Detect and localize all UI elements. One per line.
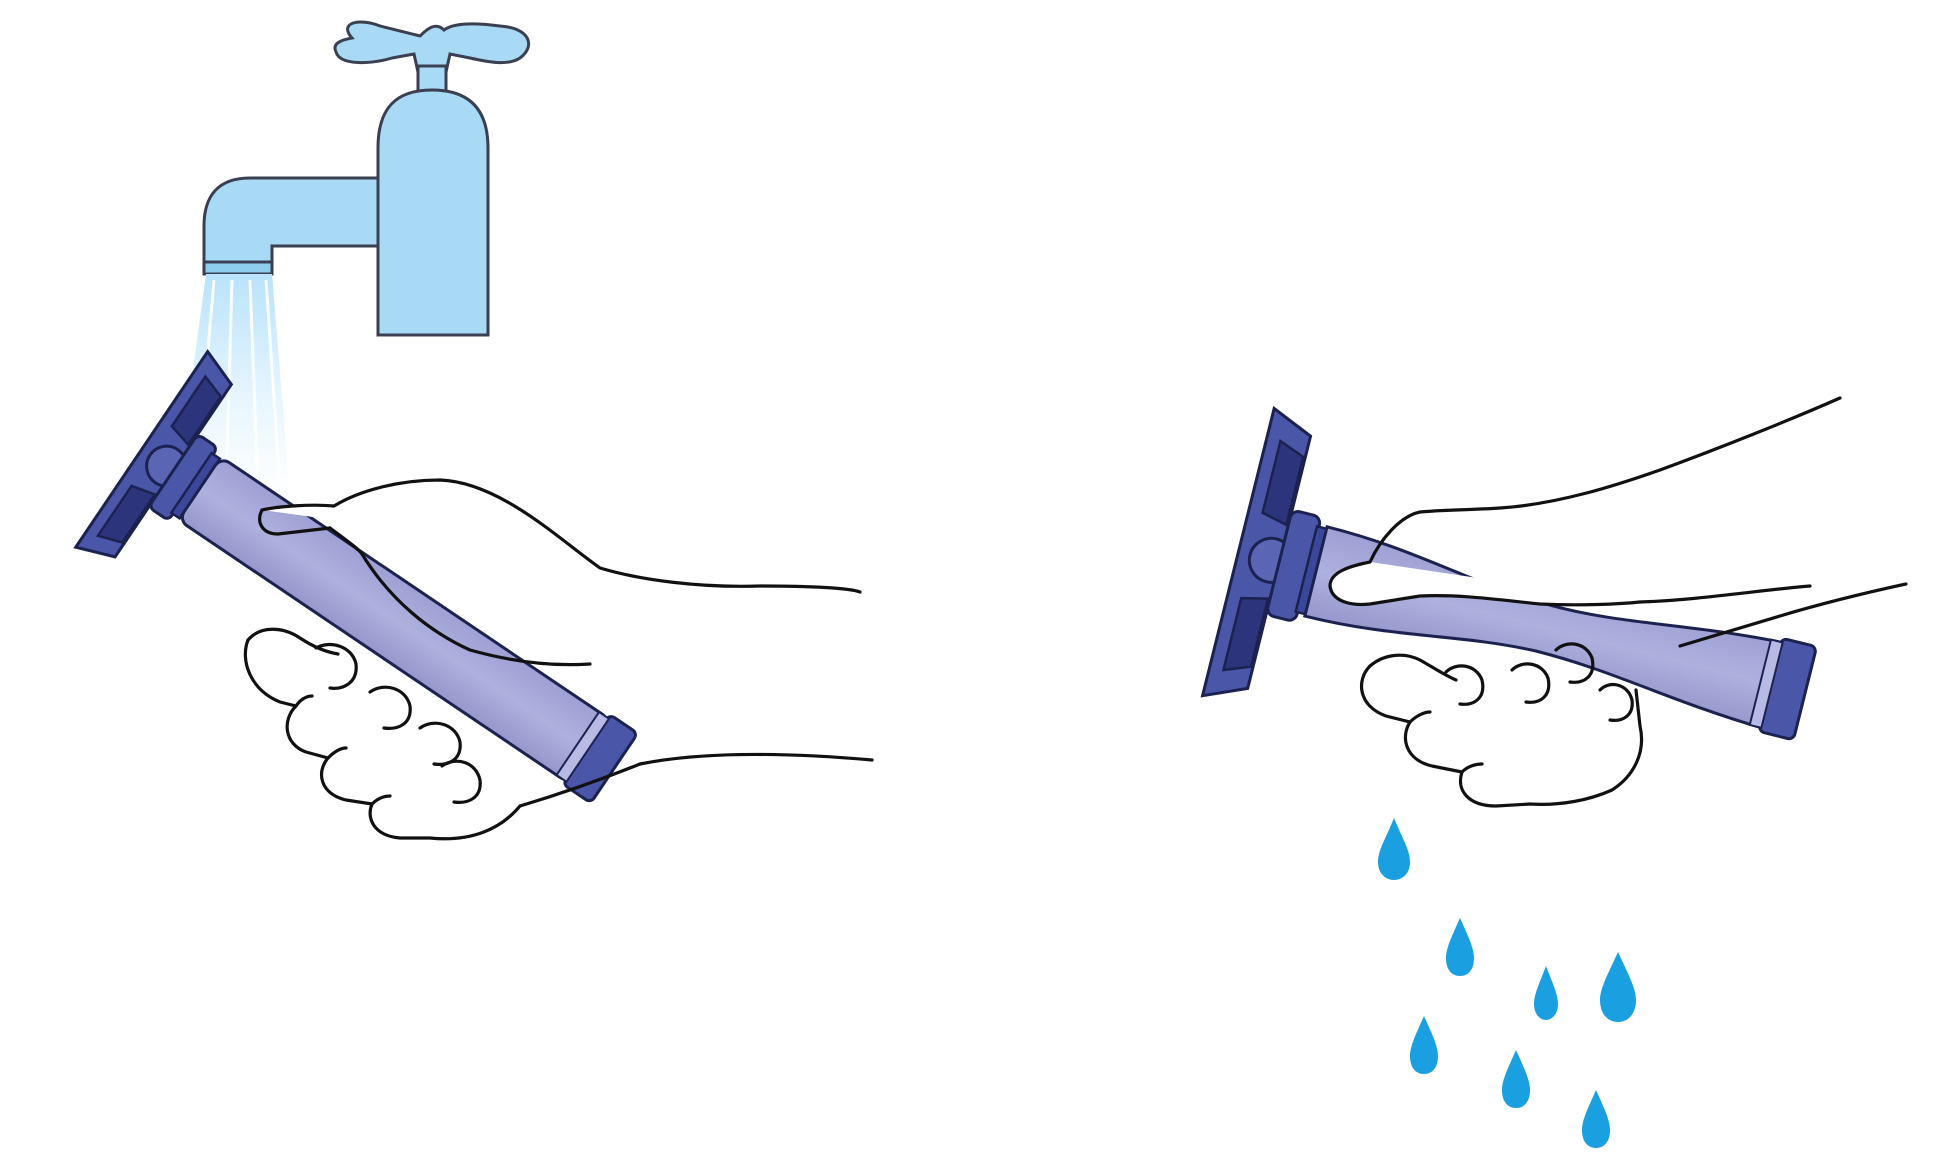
water-drop-icon bbox=[1410, 1016, 1438, 1074]
water-drop-icon bbox=[1582, 1090, 1610, 1148]
water-drop-icon bbox=[1378, 818, 1410, 880]
water-drop-icon bbox=[1600, 952, 1636, 1022]
water-drop-icon bbox=[1446, 918, 1474, 976]
water-drop-icon bbox=[1534, 966, 1558, 1020]
water-drop-icon bbox=[1502, 1050, 1530, 1108]
panel-squeeze bbox=[1203, 398, 1906, 1148]
water-drops bbox=[1378, 818, 1636, 1148]
panel-rinse bbox=[76, 22, 872, 866]
hand-icon bbox=[245, 480, 872, 839]
